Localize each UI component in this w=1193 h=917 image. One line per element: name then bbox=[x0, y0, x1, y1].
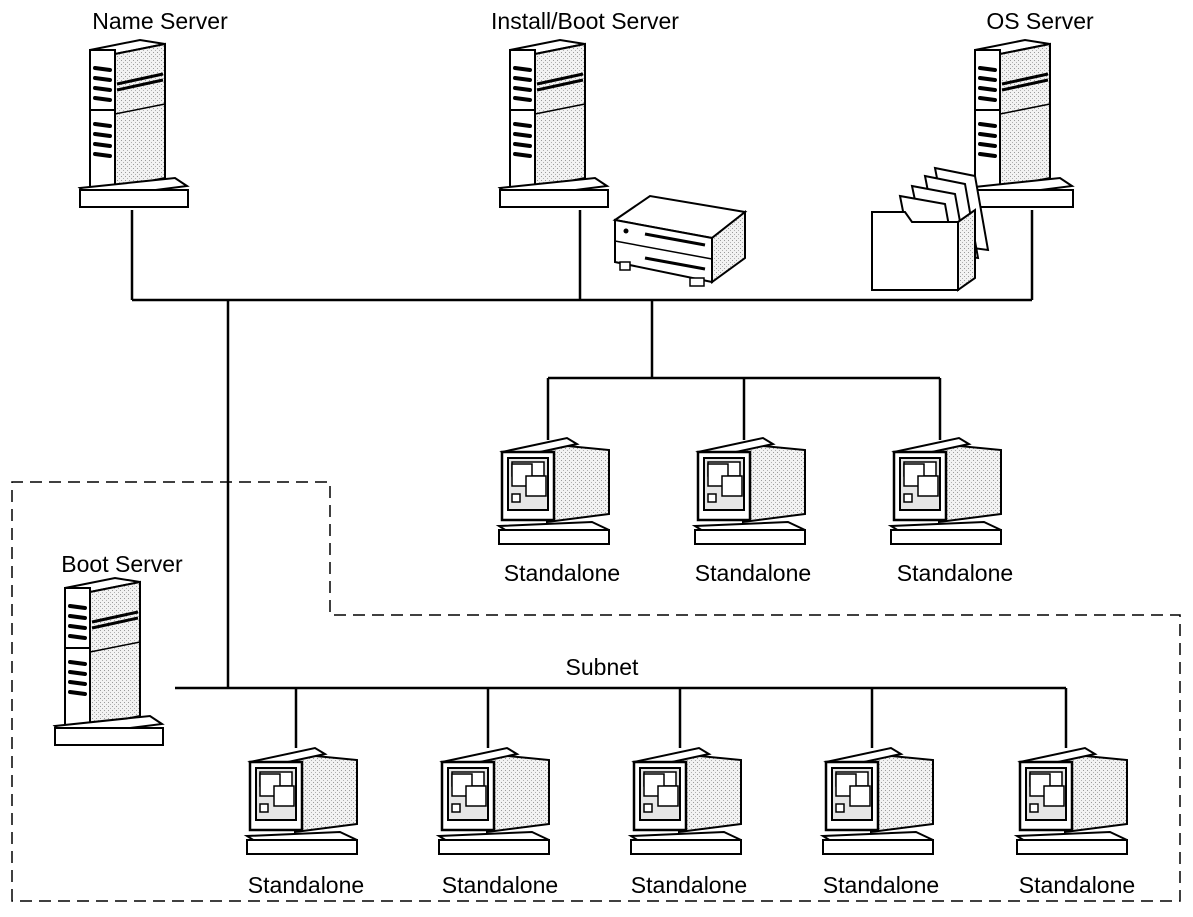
boot-server-label: Boot Server bbox=[61, 551, 183, 577]
standalone-label: Standalone bbox=[896, 560, 1014, 586]
standalone-workstation-icon bbox=[245, 746, 359, 856]
install-boot-server-label: Install/Boot Server bbox=[491, 8, 679, 34]
os-files-icon bbox=[871, 166, 990, 292]
standalone-label: Standalone bbox=[630, 872, 748, 898]
standalone-workstation-icon bbox=[437, 746, 551, 856]
os-server-label: OS Server bbox=[986, 8, 1094, 34]
standalone-label: Standalone bbox=[247, 872, 365, 898]
install-boot-server-icon bbox=[498, 38, 610, 209]
boot-server-icon bbox=[53, 576, 165, 747]
standalone-label: Standalone bbox=[441, 872, 559, 898]
subnet-label: Subnet bbox=[565, 654, 639, 680]
standalone-label: Standalone bbox=[503, 560, 621, 586]
media-drive-icon bbox=[612, 194, 748, 287]
standalone-label: Standalone bbox=[694, 560, 812, 586]
subnet-boundary bbox=[11, 481, 1181, 902]
standalone-workstation-icon bbox=[693, 436, 807, 546]
name-server-icon bbox=[78, 38, 190, 209]
standalone-workstation-icon bbox=[1015, 746, 1129, 856]
standalone-workstation-icon bbox=[497, 436, 611, 546]
standalone-workstation-icon bbox=[821, 746, 935, 856]
network-links bbox=[130, 210, 1068, 748]
standalone-workstation-icon bbox=[889, 436, 1003, 546]
standalone-workstation-icon bbox=[629, 746, 743, 856]
standalone-label: Standalone bbox=[822, 872, 940, 898]
name-server-label: Name Server bbox=[92, 8, 228, 34]
os-server-icon bbox=[963, 38, 1075, 209]
standalone-label: Standalone bbox=[1018, 872, 1136, 898]
